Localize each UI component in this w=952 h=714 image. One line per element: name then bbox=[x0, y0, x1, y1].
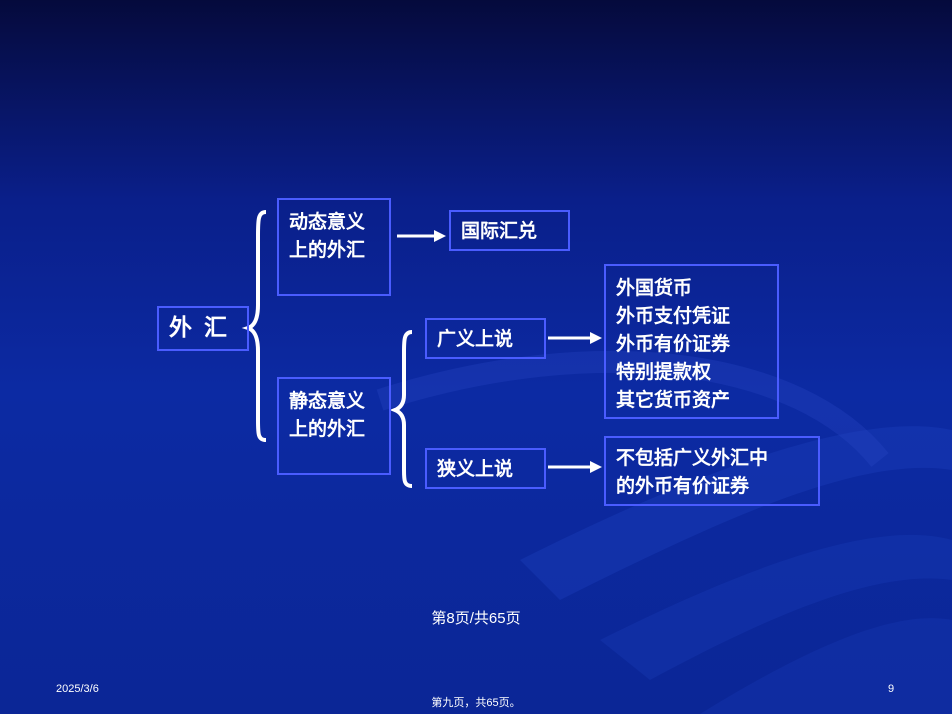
node-narrow-label: 狭义上说 bbox=[437, 458, 514, 480]
node-root-label: 外 汇 bbox=[169, 315, 230, 341]
node-intl-label: 国际汇兑 bbox=[461, 220, 538, 242]
page-caption-small: 第九页，共65页。 bbox=[431, 697, 521, 709]
node-broad-list: 外国货币 外币支付凭证 外币有价证券 特别提款权 其它货币资产 bbox=[604, 264, 779, 419]
node-root: 外 汇 bbox=[157, 306, 249, 351]
node-dynamic-line: 动态意义 bbox=[289, 211, 366, 233]
broad-list-item: 外币支付凭证 bbox=[616, 305, 731, 327]
node-international-exchange: 国际汇兑 bbox=[449, 210, 570, 251]
slide-number: 9 bbox=[888, 683, 895, 695]
narrow-def-line: 不包括广义外汇中 bbox=[616, 447, 769, 469]
arrow-dynamic-to-intl bbox=[397, 230, 446, 242]
broad-list-item: 外国货币 bbox=[616, 277, 693, 299]
node-broad-sense: 广义上说 bbox=[425, 318, 546, 359]
node-static-meaning: 静态意义 上的外汇 bbox=[277, 377, 391, 475]
page-caption: 第8页/共65页 bbox=[431, 610, 521, 627]
node-dynamic-meaning: 动态意义 上的外汇 bbox=[277, 198, 391, 296]
node-narrow-sense: 狭义上说 bbox=[425, 448, 546, 489]
broad-list-item: 特别提款权 bbox=[616, 361, 712, 383]
root-brace bbox=[241, 210, 267, 442]
arrow-narrow-to-def bbox=[548, 461, 602, 473]
footer-date: 2025/3/6 bbox=[56, 683, 99, 695]
node-narrow-definition: 不包括广义外汇中 的外币有价证券 bbox=[604, 436, 820, 506]
node-static-line: 上的外汇 bbox=[289, 418, 366, 440]
node-broad-label: 广义上说 bbox=[437, 328, 514, 350]
broad-list-item: 外币有价证券 bbox=[616, 333, 731, 355]
node-static-line: 静态意义 bbox=[289, 390, 366, 412]
node-dynamic-line: 上的外汇 bbox=[289, 239, 366, 261]
static-brace bbox=[389, 330, 413, 488]
arrow-broad-to-list bbox=[548, 332, 602, 344]
narrow-def-line: 的外币有价证券 bbox=[616, 475, 750, 497]
broad-list-item: 其它货币资产 bbox=[616, 389, 731, 411]
